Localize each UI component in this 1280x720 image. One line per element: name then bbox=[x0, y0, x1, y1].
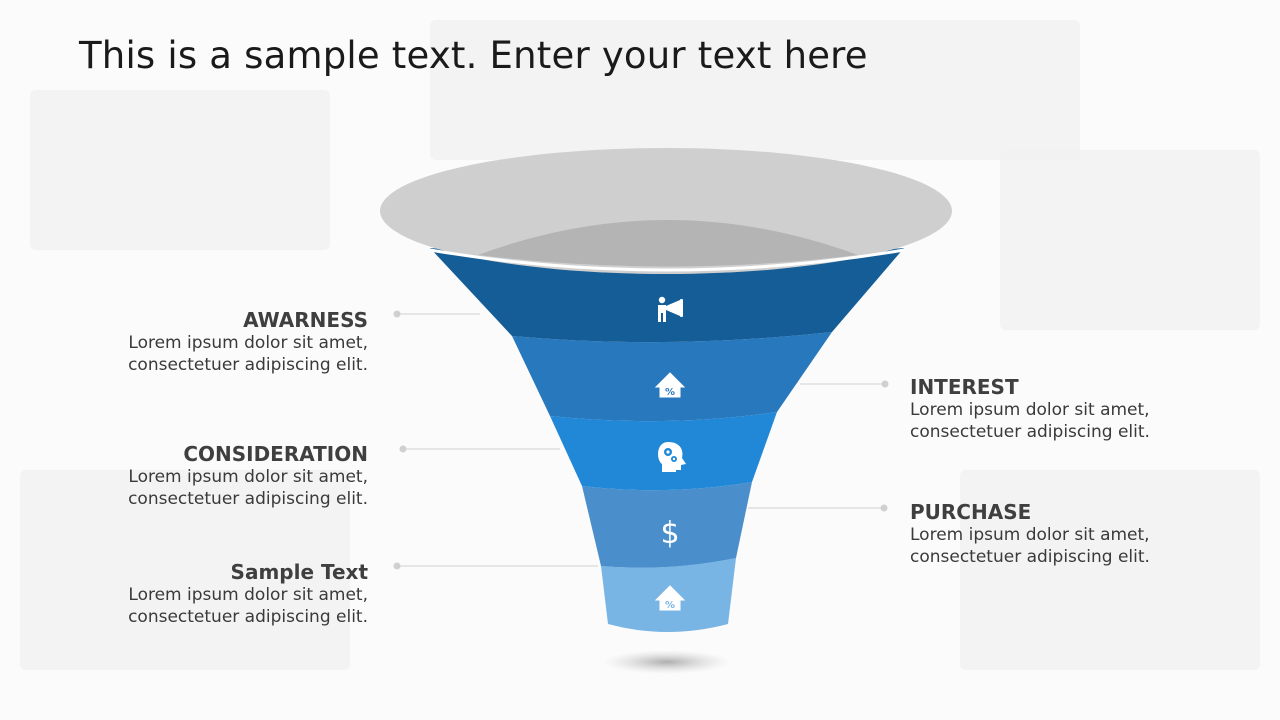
svg-text:%: % bbox=[665, 600, 675, 611]
background-shape bbox=[960, 470, 1260, 670]
desc-purchase-line2: consectetuer adipiscing elit. bbox=[910, 547, 1150, 567]
label-consideration: CONSIDERATION Lorem ipsum dolor sit amet… bbox=[38, 442, 368, 510]
connector-dot-consideration bbox=[399, 445, 407, 453]
label-sample: Sample Text Lorem ipsum dolor sit amet, … bbox=[38, 560, 368, 628]
megaphone-person-icon bbox=[658, 296, 683, 322]
house-percent-icon: % bbox=[654, 585, 686, 611]
desc-awareness-line1: Lorem ipsum dolor sit amet, bbox=[128, 333, 368, 353]
connector-dot-awareness bbox=[393, 310, 401, 318]
connector-dot-interest bbox=[881, 380, 889, 388]
connector-lines bbox=[393, 310, 889, 570]
funnel-rim-inner bbox=[478, 220, 858, 267]
label-awareness: AWARNESS Lorem ipsum dolor sit amet, con… bbox=[38, 308, 368, 376]
page-title: This is a sample text. Enter your text h… bbox=[79, 34, 868, 77]
desc-interest-line1: Lorem ipsum dolor sit amet, bbox=[910, 400, 1150, 420]
connector-dot-sample bbox=[393, 562, 401, 570]
label-interest: INTEREST Lorem ipsum dolor sit amet, con… bbox=[910, 375, 1240, 443]
heading-sample: Sample Text bbox=[230, 560, 368, 584]
funnel-shadow bbox=[603, 650, 731, 674]
heading-interest: INTEREST bbox=[910, 375, 1019, 399]
desc-consideration-line1: Lorem ipsum dolor sit amet, bbox=[128, 467, 368, 487]
desc-consideration-line2: consectetuer adipiscing elit. bbox=[128, 489, 368, 509]
label-purchase: PURCHASE Lorem ipsum dolor sit amet, con… bbox=[910, 500, 1240, 568]
connector-dot-purchase bbox=[880, 504, 888, 512]
background-shape bbox=[30, 90, 330, 250]
desc-sample-line2: consectetuer adipiscing elit. bbox=[128, 607, 368, 627]
background-shape bbox=[20, 470, 350, 670]
funnel-rim-edge bbox=[429, 248, 905, 272]
heading-consideration: CONSIDERATION bbox=[183, 442, 368, 466]
funnel-band-1 bbox=[430, 248, 904, 343]
background-shape bbox=[1000, 150, 1260, 330]
desc-purchase-line1: Lorem ipsum dolor sit amet, bbox=[910, 525, 1150, 545]
background-shape bbox=[430, 20, 1080, 160]
house-percent-icon: % bbox=[654, 372, 686, 398]
svg-text:%: % bbox=[665, 387, 675, 398]
funnel-band-4 bbox=[582, 482, 752, 568]
desc-awareness-line2: consectetuer adipiscing elit. bbox=[128, 355, 368, 375]
desc-sample-line1: Lorem ipsum dolor sit amet, bbox=[128, 585, 368, 605]
dollar-icon: $ bbox=[660, 516, 679, 551]
head-gears-icon bbox=[658, 442, 686, 472]
heading-awareness: AWARNESS bbox=[243, 308, 368, 332]
desc-interest-line2: consectetuer adipiscing elit. bbox=[910, 422, 1150, 442]
heading-purchase: PURCHASE bbox=[910, 500, 1032, 524]
